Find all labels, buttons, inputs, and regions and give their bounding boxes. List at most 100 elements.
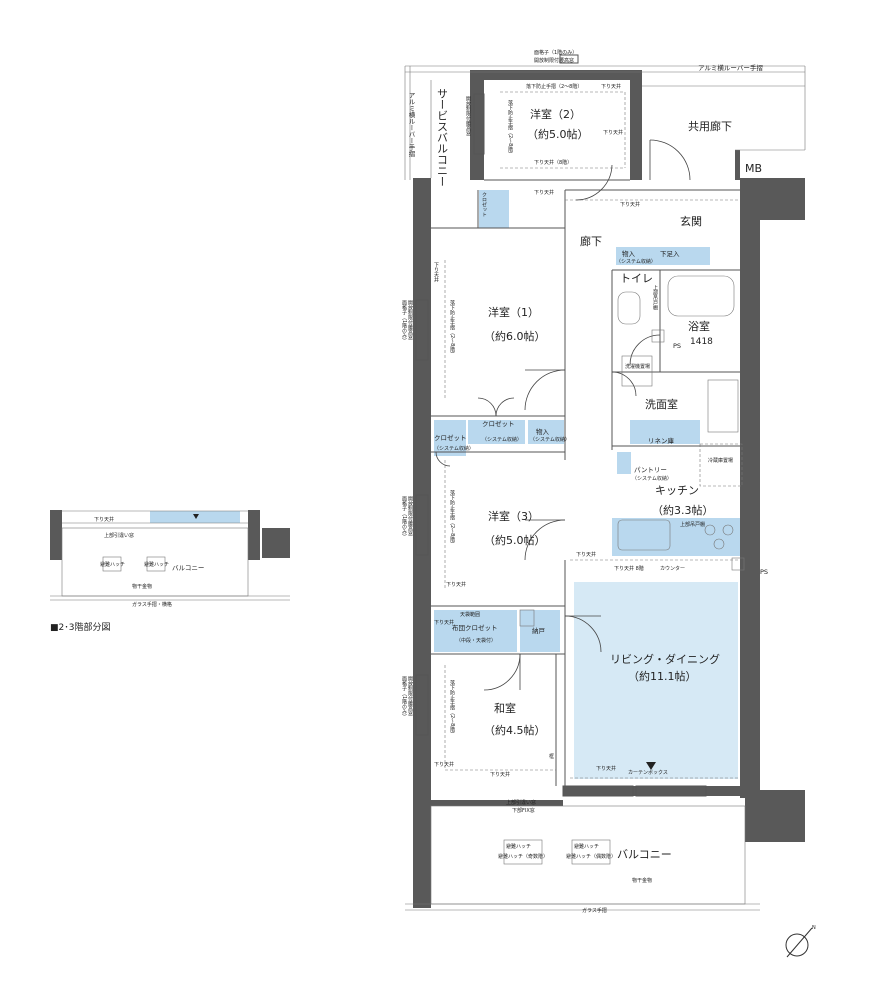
aluminum-louver-top: アルミ横ルーバー手摺 — [698, 63, 763, 72]
room-western2-size: （約5.0帖） — [527, 127, 589, 141]
ceiling-closet2: 下り天井 — [534, 189, 554, 196]
side-note-w1-a: 開放制限付腰高窓 — [407, 300, 413, 340]
room-balcony: バルコニー — [617, 848, 672, 861]
side-note-w2: 開放制限付腰高窓 — [465, 96, 471, 136]
glass-railing: ガラス手摺 — [582, 907, 607, 914]
wall-top-w2 — [470, 70, 642, 80]
room-kitchen-size: （約3.3帖） — [652, 503, 714, 517]
interior-walls — [431, 179, 740, 786]
closet-2-fill — [479, 190, 509, 228]
closet-w3-label: クロゼット — [434, 433, 467, 442]
partial-plan-title: ■2･3階部分図 — [50, 621, 110, 633]
hatch-odd-sub: 避難ハッチ（奇数階） — [498, 853, 548, 860]
closet-w1-sub: （システム収納） — [482, 436, 522, 443]
side-note-w3-b: 面格子（1階のみ） — [401, 496, 407, 539]
laundry-hardware: 物干金物 — [632, 877, 652, 884]
nando-fill — [520, 610, 560, 652]
pantry-fill — [617, 452, 631, 474]
ceiling-kitchen-a: 下り天井 — [576, 551, 596, 558]
toilet-bowl — [617, 291, 641, 325]
washstand — [707, 379, 739, 433]
storage-hall-label: 物入 — [536, 427, 550, 436]
room-western2-name: 洋室（2） — [530, 107, 581, 121]
wall-right-lower — [745, 790, 805, 842]
tenbukuro-label: 天袋範囲 — [460, 611, 480, 618]
fall-prevention-w1: 落下防止手摺（2～8階） — [449, 299, 455, 356]
sliding-note-2: 下部FIX窓 — [512, 807, 535, 814]
fixtures — [519, 275, 745, 627]
wall-top-w2-right — [630, 70, 642, 180]
counter-label: カウンター — [660, 565, 685, 572]
ps-box — [731, 557, 745, 571]
ceiling-w1: 下り天井 — [433, 262, 439, 283]
ps-bath: PS — [673, 342, 681, 350]
closet-1-fill — [434, 420, 466, 456]
partial-glass-label: ガラス手摺・横格 — [132, 601, 172, 608]
storage-hall-sub: （システム収納） — [530, 436, 570, 443]
side-note-jp-b: 面格子（1階のみ） — [401, 676, 407, 719]
wall-right — [740, 178, 760, 798]
futon-closet-sub: （中段・天袋付） — [456, 637, 496, 644]
partial-plan: バルコニー 物干金物 ガラス手摺・横格 下り天井 上部引違い窓 避難ハッチ 避難… — [50, 510, 290, 633]
linen-label: リネン庫 — [648, 436, 675, 445]
ceiling-futon: 下り天井 — [434, 619, 454, 626]
nando-label: 納戸 — [532, 626, 546, 635]
room-service-balcony: サービスバルコニー — [436, 88, 449, 187]
fridge-space — [699, 443, 743, 487]
fall-prevention-w2: 落下防止手摺（2～8階） — [507, 99, 513, 156]
washing-machine — [621, 355, 653, 387]
kitchen-counter-fill — [612, 518, 748, 556]
room-ldk-size: （約11.1帖） — [628, 669, 697, 683]
wall-top-w2-left — [470, 70, 484, 180]
window-markers — [415, 54, 707, 797]
side-note-jp-a: 開放制限付腰高窓 — [407, 676, 413, 716]
room-entrance: 玄関 — [680, 214, 702, 228]
futon-closet-label: 布団クロゼット — [452, 623, 498, 632]
ceiling-entrance: 下り天井 — [620, 201, 640, 208]
side-note-w3-a: 開放制限付腰高窓 — [407, 496, 413, 536]
room-washroom: 洗面室 — [645, 397, 678, 411]
side-note-w1-b: 面格子（1階のみ） — [401, 300, 407, 343]
room-bath-size: 1418 — [690, 337, 713, 347]
ldk-floor — [574, 582, 738, 779]
room-hallway: 廊下 — [580, 234, 602, 248]
closet-w1-fill — [468, 420, 525, 444]
partial-hardware-label: 物干金物 — [132, 583, 152, 590]
curtain-box-marker-icon — [646, 762, 656, 770]
fridge-label: 冷蔵庫置場 — [708, 457, 733, 464]
partial-hatch-2: 避難ハッチ — [144, 561, 169, 568]
room-japanese-name: 和室 — [494, 701, 516, 715]
room-bath: 浴室 — [688, 319, 710, 333]
laundry-label: 洗濯機置場 — [625, 363, 650, 370]
ceiling-w2-inner: 下り天井 — [603, 129, 623, 136]
wall-right-col — [760, 178, 805, 220]
pantry-label: パントリー — [634, 466, 667, 474]
upper-shelf-toilet: 上部吊戸棚 — [652, 284, 658, 311]
room-western3-size: （約5.0帖） — [484, 533, 546, 547]
fence-note-top2: 開放制限付腰高窓 — [534, 57, 574, 64]
entrance-storage-fill — [616, 247, 710, 265]
closet-w3-sub: （システム収納） — [434, 445, 474, 452]
partial-ceiling-label: 下り天井 — [94, 516, 114, 523]
compass-north-icon: N — [785, 925, 816, 958]
ceiling-jp-side: 下り天井 — [434, 761, 454, 768]
partial-sliding-note: 上部引違い窓 — [104, 532, 134, 539]
ceiling-dashes — [444, 91, 740, 779]
hatch-odd: 避難ハッチ — [506, 843, 531, 850]
curtain-box-label: カーテンボックス — [628, 769, 668, 776]
futon-closet-fill — [434, 610, 517, 652]
kamiza-label: 框 — [549, 753, 554, 760]
balcony-outline — [404, 65, 806, 911]
hatch-even-sub: 避難ハッチ（偶数階） — [566, 853, 616, 860]
shoe-box-label: 下足入 — [660, 250, 680, 258]
fall-prevention-jp: 落下防止手摺（2～8階） — [449, 679, 455, 736]
storage-1-fill — [528, 420, 564, 444]
aluminum-louver-side: アルミ横ルーバー手摺 — [407, 92, 415, 159]
door-swings — [435, 139, 691, 691]
ceiling-kitchen-8f: 下り天井 8階 — [614, 565, 644, 572]
ps-kitchen: PS — [760, 568, 768, 576]
fence-note-top: 面格子（1階のみ） — [534, 49, 577, 56]
ceiling-ldk-bottom: 下り天井 — [596, 765, 616, 772]
upper-shelf-kitchen: 上部吊戸棚 — [680, 521, 705, 528]
